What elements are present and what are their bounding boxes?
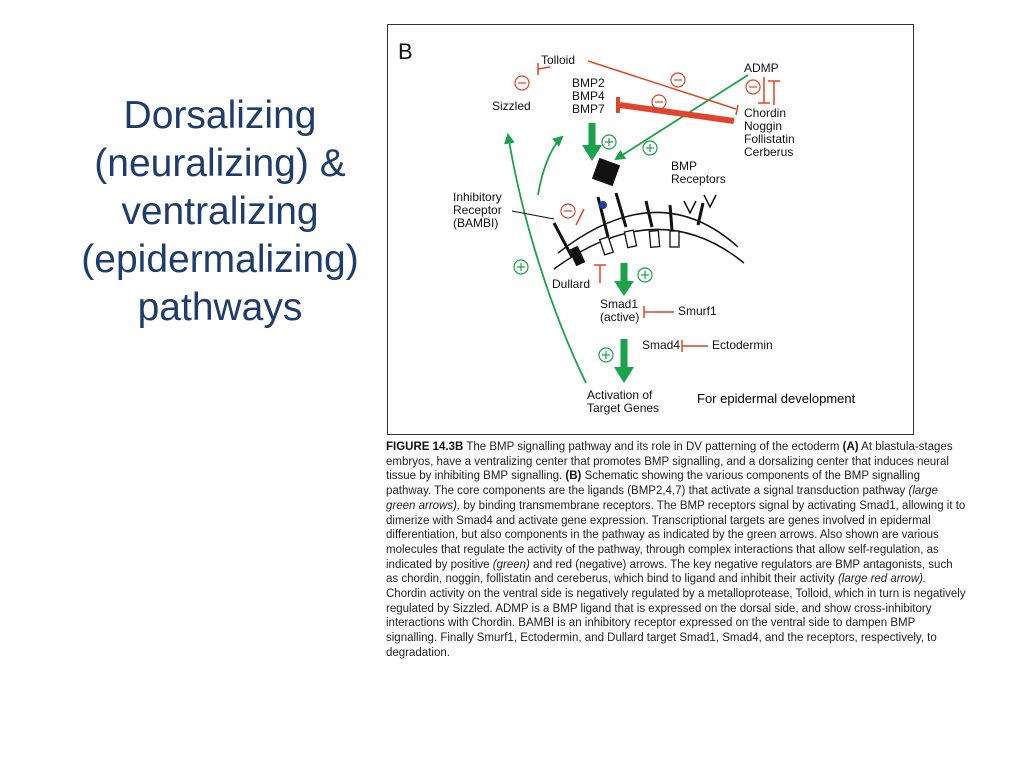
- caption-tag-a: (A): [842, 441, 859, 453]
- antagonist-inhibition-bar: [619, 102, 735, 124]
- activation-label: Activation of: [587, 388, 653, 402]
- pathway-diagram: B: [398, 39, 795, 415]
- caption-emphasis: (green): [492, 558, 530, 571]
- bmp-ligand-diamond: [591, 157, 621, 187]
- sizzled-inhibits-tolloid: [537, 66, 551, 70]
- tolloid-label: Tolloid: [541, 53, 575, 67]
- admp-to-ligand-arrow: [614, 74, 749, 161]
- title-line: pathways: [137, 286, 303, 329]
- cerberus-label: Cerberus: [744, 145, 793, 159]
- smad4-label: Smad4: [642, 338, 680, 352]
- bambi-intracellular: [568, 245, 586, 267]
- feedback-to-sizzled-arrow: [504, 132, 587, 384]
- bmp7-label: BMP7: [572, 102, 605, 116]
- receptor-y-2: [703, 194, 717, 209]
- bmp-receptors-label-2: Receptors: [671, 172, 726, 186]
- caption-text: and red (negative) arrows. The key negat…: [386, 558, 953, 586]
- inhibitory-receptor-label-2: Receptor: [453, 203, 502, 217]
- smad1-active-label: (active): [600, 310, 639, 324]
- membrane-outer: [557, 211, 739, 254]
- epidermal-development-note: For epidermal development: [697, 391, 856, 406]
- caption-text: by binding transmembrane receptors. The …: [386, 499, 966, 571]
- receptor-y-1: [683, 200, 697, 215]
- follistatin-label: Follistatin: [744, 132, 795, 146]
- caption-emphasis: (large green arrows),: [386, 485, 938, 512]
- title-line: (epidermalizing): [81, 238, 359, 281]
- slide-title: Dorsalizing (neuralizing) & ventralizing…: [60, 92, 380, 332]
- title-line: Dorsalizing: [123, 94, 317, 137]
- bambi-inhibition: [575, 208, 585, 226]
- sizzled-label: Sizzled: [492, 99, 531, 113]
- bmp4-label: BMP4: [572, 89, 605, 103]
- smad1-label: Smad1: [600, 297, 638, 311]
- bambi-receptor: [552, 222, 574, 258]
- noggin-label: Noggin: [744, 119, 782, 133]
- receptor-intracellular-boxes: [598, 229, 680, 256]
- negative-symbols: [514, 72, 761, 219]
- caption-text: The BMP signalling pathway and its role …: [463, 441, 843, 453]
- caption-figure-label: FIGURE 14.3B: [386, 441, 464, 453]
- title-line: (neuralizing) &: [94, 142, 346, 185]
- receptor-to-smad1-arrowhead: [614, 281, 634, 296]
- positive-symbols: [513, 134, 658, 363]
- inhibitory-receptor-label-3: (BAMBI): [453, 216, 498, 230]
- smurf1-label: Smurf1: [678, 304, 717, 318]
- figure-caption: FIGURE 14.3B The BMP signalling pathway …: [386, 440, 966, 661]
- target-genes-label: Target Genes: [587, 401, 659, 415]
- smad-to-target-arrowhead: [614, 367, 634, 383]
- bambi-callout-line: [511, 210, 555, 220]
- caption-text: Chordin activity on the ventral side is …: [386, 588, 966, 659]
- ligand-to-receptor-arrowhead: [582, 145, 602, 161]
- title-line: ventralizing: [121, 190, 319, 233]
- caption-emphasis: (large red arrow).: [837, 573, 927, 586]
- bmp-receptors-label: BMP: [671, 159, 697, 173]
- bmp-pathway-figure: B: [387, 24, 914, 435]
- panel-letter: B: [398, 39, 413, 64]
- bmp2-label: BMP2: [572, 76, 605, 90]
- inhibitory-receptor-label: Inhibitory: [453, 190, 502, 204]
- dullard-label: Dullard: [552, 277, 590, 291]
- tolloid-inhibits-chordin: [587, 60, 737, 110]
- chordin-label: Chordin: [744, 106, 786, 120]
- caption-tag-b: (B): [565, 470, 582, 483]
- caption-text: At blastula-stages embryos, have a ventr…: [386, 441, 953, 483]
- caption-text: Schematic showing the various components…: [386, 470, 920, 498]
- ectodermin-label: Ectodermin: [712, 338, 773, 352]
- admp-label: ADMP: [744, 61, 779, 75]
- feedback-to-bmp-arrow: [537, 135, 564, 196]
- ligand-binding-dot: [599, 201, 607, 209]
